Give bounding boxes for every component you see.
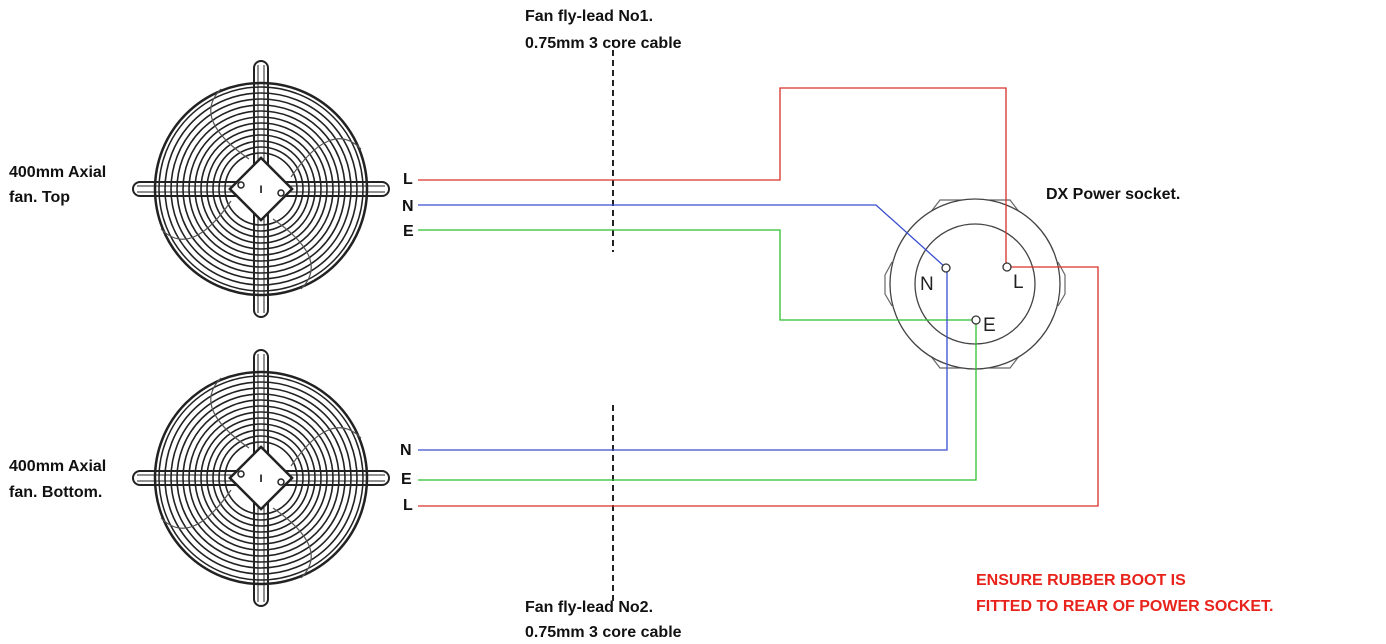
fan-top-label-line2: fan. Top — [9, 189, 70, 206]
socket-terminal-n — [941, 263, 951, 273]
flylead-top-line2: 0.75mm 3 core cable — [525, 35, 682, 52]
fan-top-lead-l: L — [403, 171, 413, 188]
wire-top-neutral — [418, 204, 946, 268]
wire-top-earth — [418, 229, 976, 321]
flylead-top-line1: Fan fly-lead No1. — [525, 8, 653, 25]
fan-top-hub-mark: I — [259, 184, 262, 196]
socket-terminal-e-label: E — [983, 315, 996, 336]
warning-line1: ENSURE RUBBER BOOT IS — [976, 572, 1186, 589]
flylead-bottom-line1: Fan fly-lead No2. — [525, 599, 653, 616]
fan-bottom-lead-n: N — [400, 442, 412, 459]
wire-bottom-earth — [418, 322, 977, 481]
fan-top-label-line1: 400mm Axial — [9, 164, 106, 181]
warning-line2: FITTED TO REAR OF POWER SOCKET. — [976, 598, 1274, 615]
wire-bottom-neutral — [418, 269, 948, 451]
fan-bottom-label-line1: 400mm Axial — [9, 458, 106, 475]
fan-bottom: I — [131, 348, 391, 608]
socket-terminal-n-label: N — [920, 274, 934, 295]
fan-top-lead-e: E — [403, 223, 414, 240]
socket-terminal-l — [1002, 262, 1012, 272]
power-socket — [884, 198, 1066, 370]
socket-terminal-l-label: L — [1013, 272, 1024, 293]
fan-top: I — [131, 59, 391, 319]
socket-title: DX Power socket. — [1046, 186, 1180, 203]
wire-top-live — [418, 87, 1007, 265]
fan-bottom-lead-e: E — [401, 471, 412, 488]
fan-bottom-hub-mark: I — [259, 473, 262, 485]
fan-bottom-lead-l: L — [403, 497, 413, 514]
wire-bottom-live — [418, 266, 1099, 507]
fan-top-lead-n: N — [402, 198, 414, 215]
flylead-bottom-line2: 0.75mm 3 core cable — [525, 624, 682, 641]
fan-bottom-label-line2: fan. Bottom. — [9, 484, 102, 501]
socket-terminal-e — [971, 315, 981, 325]
socket-inner-ring — [914, 223, 1036, 345]
